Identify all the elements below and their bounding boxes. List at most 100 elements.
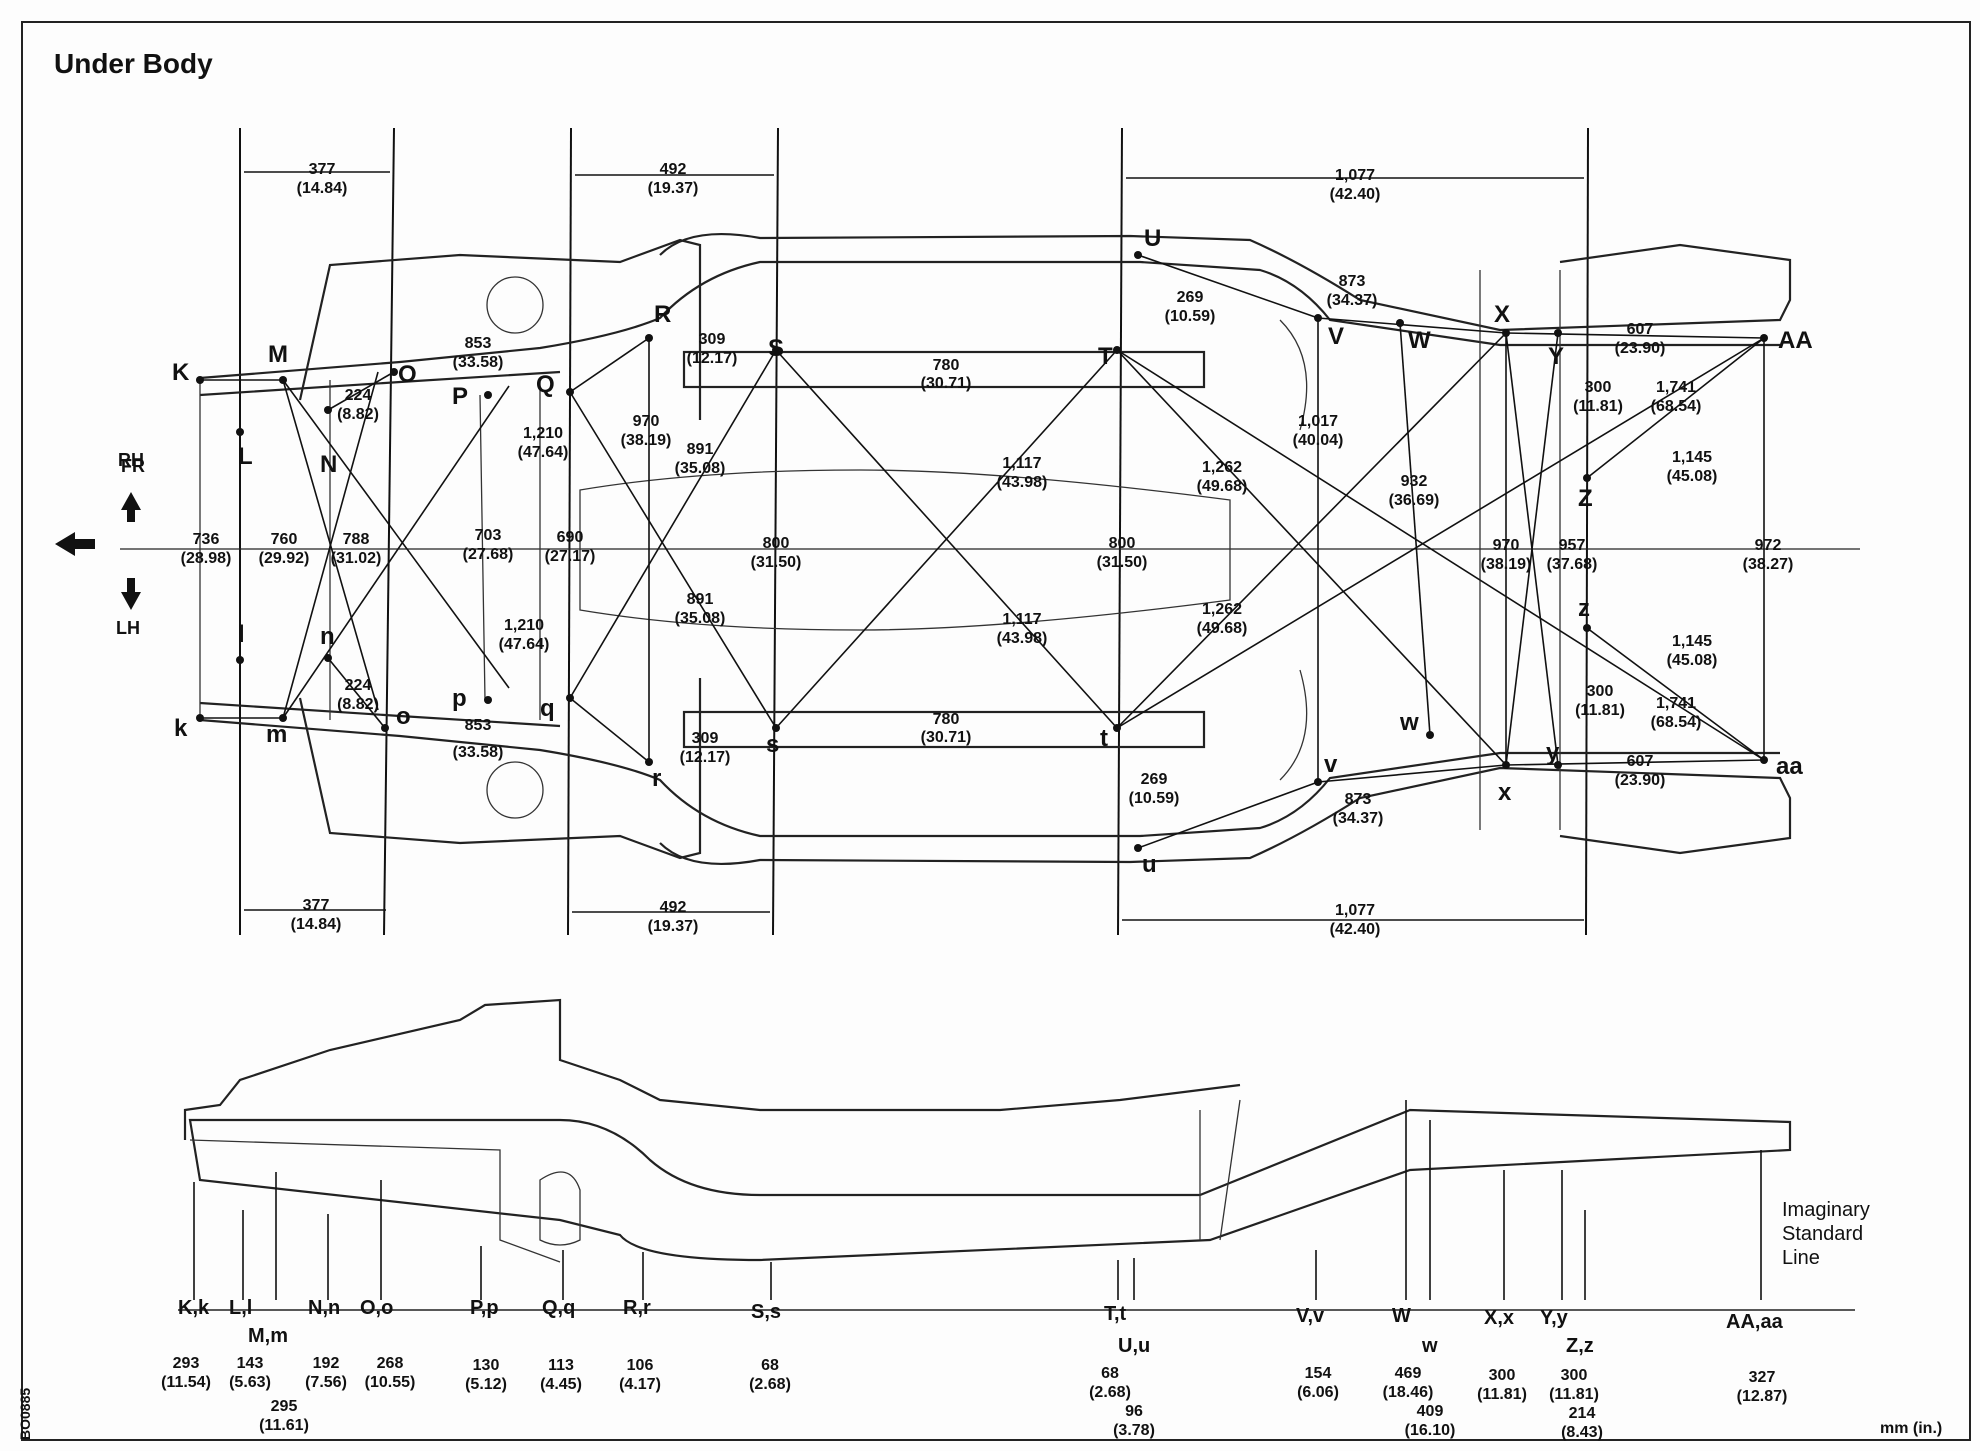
- meas-1145-lower: 1,145: [1672, 633, 1712, 650]
- svg-text:(8.43): (8.43): [1561, 1424, 1603, 1441]
- point-r: r: [652, 765, 661, 792]
- meas-309-upper: 309: [699, 331, 726, 348]
- top-dim-1-in: (14.84): [297, 180, 348, 197]
- svg-text:(38.19): (38.19): [621, 432, 672, 449]
- svg-text:(5.12): (5.12): [465, 1376, 507, 1393]
- side-view: [178, 998, 1855, 1311]
- point-M: M: [268, 341, 288, 368]
- svg-text:(10.59): (10.59): [1129, 790, 1180, 807]
- svg-text:(8.82): (8.82): [337, 696, 379, 713]
- meas-1117-upper: 1,117: [1002, 455, 1041, 472]
- meas-853-upper: 853: [465, 335, 492, 352]
- ref-line-s: [772, 127, 779, 936]
- point-y: y: [1546, 739, 1560, 766]
- meas-269-lower: 269: [1141, 771, 1168, 788]
- side-label-pp: P,p: [470, 1297, 499, 1319]
- svg-text:(8.82): (8.82): [337, 406, 379, 423]
- height-yy: 300: [1561, 1367, 1588, 1384]
- bottom-dim-3-in: (42.40): [1330, 921, 1381, 938]
- point-aa: aa: [1776, 753, 1803, 780]
- meas-853-lower: 853: [465, 717, 492, 734]
- svg-text:(45.08): (45.08): [1667, 652, 1718, 669]
- svg-text:(45.08): (45.08): [1667, 468, 1718, 485]
- point-Z: Z: [1578, 485, 1593, 512]
- point-P: P: [452, 383, 468, 410]
- height-ll: 143: [237, 1355, 264, 1372]
- svg-text:(10.55): (10.55): [365, 1374, 416, 1391]
- width-970: 970: [1493, 537, 1520, 554]
- plan-measurement-labels: 853 (33.58) 853 (33.58) 224 (8.82) 224 (…: [181, 273, 1794, 827]
- top-dim-3-mm: 1,077: [1335, 167, 1375, 184]
- point-Q: Q: [536, 371, 555, 398]
- side-label-uu: U,u: [1118, 1335, 1150, 1357]
- width-736: 736: [193, 531, 220, 548]
- width-703: 703: [475, 527, 502, 544]
- side-label-yy: Y,y: [1540, 1307, 1569, 1329]
- width-800-s: 800: [763, 535, 790, 552]
- front-arrow-icon: [55, 532, 95, 556]
- svg-text:(38.19): (38.19): [1481, 556, 1532, 573]
- front-hole-lower: [486, 761, 544, 819]
- svg-text:(4.17): (4.17): [619, 1376, 661, 1393]
- point-u: u: [1142, 851, 1157, 878]
- front-crossmembers: [199, 378, 541, 720]
- upper-rail: [199, 260, 1780, 380]
- heights: 293 (11.54) 143 (5.63) 295 (11.61) 192 (…: [161, 1355, 1787, 1441]
- height-qq: 113: [548, 1357, 574, 1374]
- point-v: v: [1324, 751, 1338, 778]
- lower-rail: [199, 718, 1780, 838]
- height-kk: 293: [173, 1355, 200, 1372]
- svg-text:(16.10): (16.10): [1405, 1422, 1456, 1439]
- side-label-nn: N,n: [308, 1297, 340, 1319]
- direction-indicator: FR RH LH: [55, 450, 145, 638]
- point-U: U: [1144, 225, 1161, 252]
- svg-text:(68.54): (68.54): [1651, 398, 1702, 415]
- svg-text:(33.58): (33.58): [453, 744, 504, 761]
- point-L: L: [238, 443, 253, 470]
- meas-300-lower: 300: [1587, 683, 1614, 700]
- front-hole-upper: [486, 276, 544, 334]
- lh-arrow-icon: [121, 578, 141, 610]
- svg-text:(12.87): (12.87): [1737, 1388, 1788, 1405]
- point-k: k: [174, 715, 188, 742]
- standard-line-label-1: Imaginary: [1782, 1199, 1870, 1221]
- side-label-kk: K,k: [178, 1297, 210, 1319]
- bottom-dim-3-mm: 1,077: [1335, 902, 1375, 919]
- standard-line-label-2: Standard: [1782, 1223, 1863, 1245]
- code-label: BO0885: [17, 1388, 33, 1440]
- width-760: 760: [271, 531, 298, 548]
- side-frame: [188, 1108, 1792, 1262]
- side-label-w: w: [1421, 1335, 1438, 1357]
- frame-border: [21, 21, 1971, 1441]
- height-aaaa: 327: [1749, 1369, 1776, 1386]
- point-T: T: [1098, 343, 1113, 370]
- rh-arrow-icon: [121, 492, 141, 522]
- svg-text:(43.98): (43.98): [997, 474, 1048, 491]
- height-pp: 130: [473, 1357, 500, 1374]
- top-dim-3-in: (42.40): [1330, 186, 1381, 203]
- svg-text:(30.71): (30.71): [921, 729, 972, 746]
- point-s: s: [766, 731, 779, 758]
- rh-label: RH: [118, 450, 144, 470]
- top-dim-2-in: (19.37): [648, 180, 699, 197]
- side-label-ll: L,l: [229, 1297, 252, 1319]
- meas-1145-upper: 1,145: [1672, 449, 1712, 466]
- svg-text:(34.37): (34.37): [1327, 292, 1378, 309]
- meas-224-lower: 224: [345, 677, 372, 694]
- meas-269-upper: 269: [1177, 289, 1204, 306]
- point-t: t: [1100, 725, 1108, 752]
- meas-1210-lower: 1,210: [504, 617, 544, 634]
- height-w: 409: [1417, 1403, 1444, 1420]
- ref-line-o: [383, 127, 395, 936]
- svg-text:(35.08): (35.08): [675, 460, 726, 477]
- point-m: m: [266, 721, 287, 748]
- units-label: mm (in.): [1880, 1420, 1942, 1437]
- point-Y: Y: [1548, 343, 1564, 370]
- side-label-oo: O,o: [360, 1297, 393, 1319]
- svg-text:(36.69): (36.69): [1389, 492, 1440, 509]
- svg-text:(11.81): (11.81): [1575, 702, 1625, 719]
- ref-line-z: [1585, 127, 1589, 936]
- bottom-dim-1-in: (14.84): [291, 916, 342, 933]
- height-nn: 192: [313, 1355, 340, 1372]
- meas-932: 932: [1401, 473, 1428, 490]
